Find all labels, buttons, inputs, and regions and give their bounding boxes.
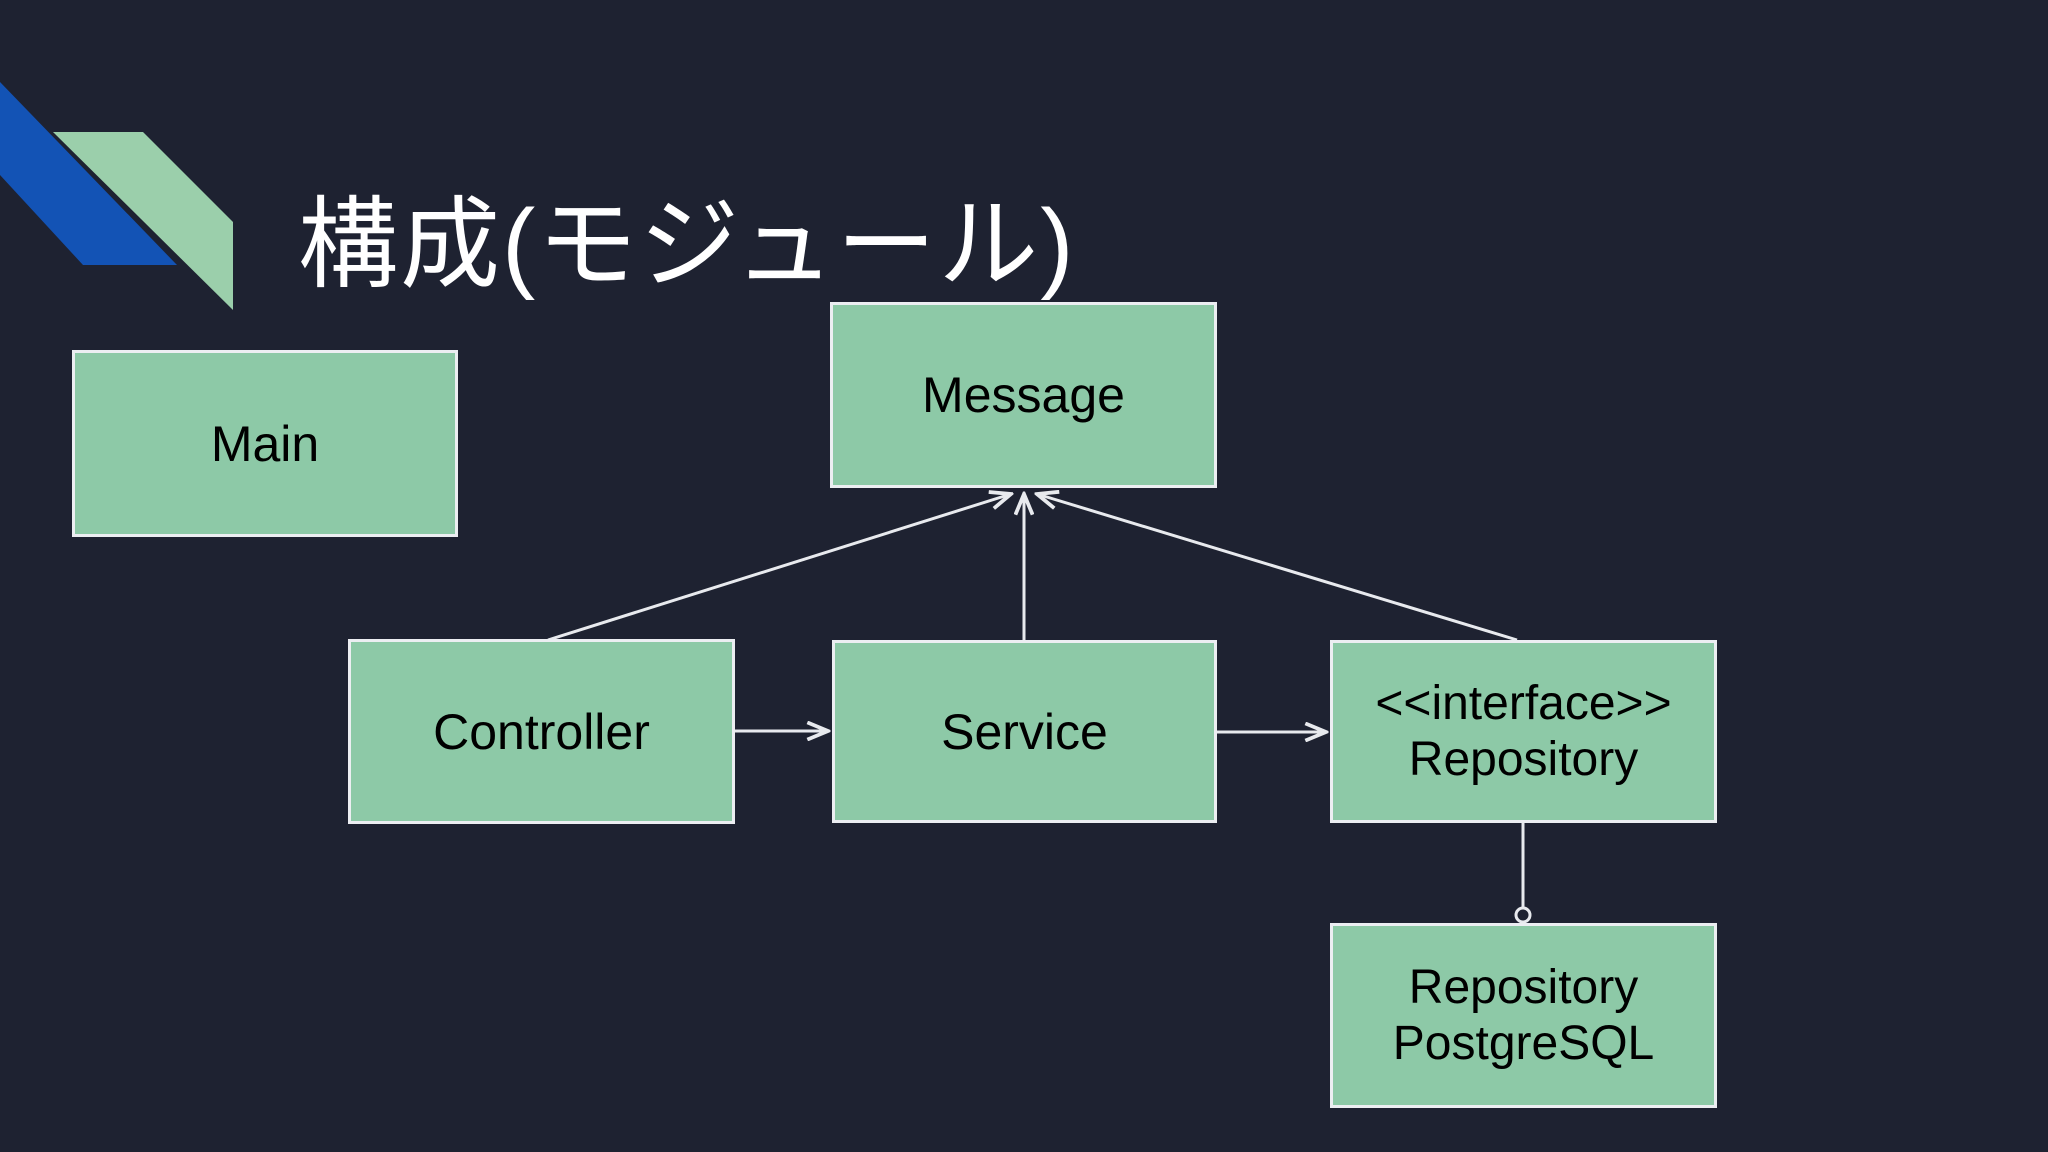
node-main: Main (72, 350, 458, 537)
node-repository-postgresql-label-line1: Repository (1408, 960, 1639, 1014)
node-service-label: Service (941, 703, 1108, 760)
node-interface-repository-label: Repository (1408, 732, 1639, 786)
lollipop-circle (1514, 906, 1532, 924)
edge-interface-repository-to-message (1037, 494, 1518, 642)
node-service: Service (832, 640, 1217, 823)
node-main-label: Main (210, 415, 320, 472)
edge-controller-to-message (547, 494, 1011, 642)
green-ribbon-shape (53, 132, 233, 310)
blue-ribbon-shape (0, 82, 177, 265)
node-controller: Controller (348, 639, 735, 824)
node-interface-repository-stereotype: <<interface>> (1375, 676, 1672, 730)
node-controller-label: Controller (433, 703, 650, 760)
node-message: Message (830, 302, 1217, 488)
node-message-label: Message (922, 367, 1125, 423)
node-repository-postgresql-label-line2: PostgreSQL (1392, 1016, 1655, 1070)
slide-title: 構成(モジュール) (298, 189, 1076, 301)
node-repository-postgresql: Repository PostgreSQL (1330, 923, 1717, 1108)
node-interface-repository: <<interface>> Repository (1330, 640, 1717, 823)
